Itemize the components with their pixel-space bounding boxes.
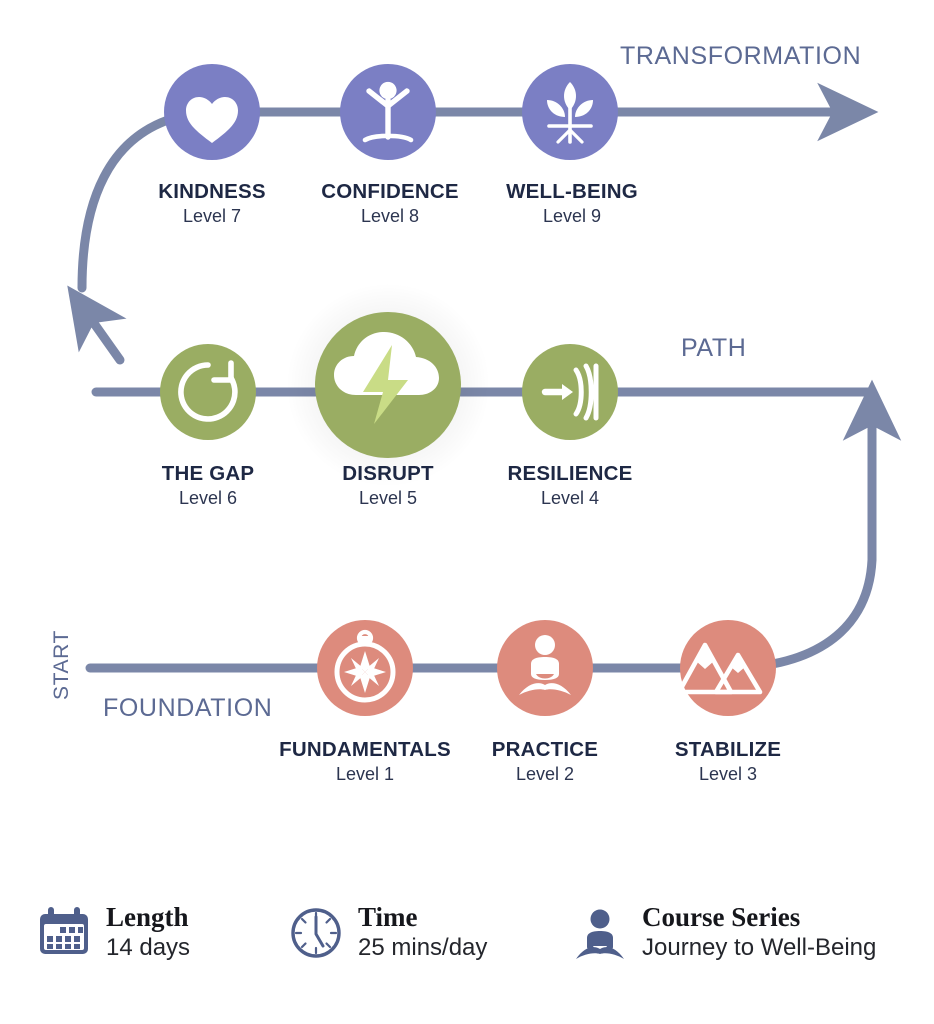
- stage-caption-path: PATH: [681, 334, 747, 362]
- sprout-plant-icon: [547, 82, 593, 144]
- footer-text-course-series: Course Series Journey to Well-Being: [642, 902, 876, 963]
- node-fundamentals[interactable]: [317, 620, 413, 716]
- node-the-gap[interactable]: [160, 344, 256, 440]
- footer-text-time: Time 25 mins/day: [358, 902, 487, 963]
- node-resilience[interactable]: [522, 344, 618, 440]
- footer-value: Journey to Well-Being: [642, 934, 877, 962]
- mountains-icon: [676, 642, 763, 695]
- footer-value: 25 mins/day: [358, 934, 488, 962]
- storm-cloud-lightning-icon: [334, 332, 439, 424]
- transformation-row: [164, 64, 618, 160]
- connector-loop-arrow: [67, 285, 127, 365]
- node-practice[interactable]: [497, 620, 593, 716]
- footer-title: Time: [358, 902, 418, 932]
- stage-caption-start: START: [50, 630, 73, 700]
- node-kindness[interactable]: [164, 64, 260, 160]
- compass-icon: [334, 629, 396, 703]
- footer-item-time: Time 25 mins/day: [288, 902, 487, 963]
- footer-text-length: Length 14 days: [106, 902, 190, 963]
- heart-icon: [186, 97, 238, 143]
- footer-item-course-series: Course Series Journey to Well-Being: [572, 902, 876, 963]
- footer-item-length: Length 14 days: [36, 902, 190, 963]
- meditation-person-icon: [576, 909, 624, 959]
- footer-value: 14 days: [106, 934, 191, 962]
- node-circle[interactable]: [160, 344, 256, 440]
- path-row: [160, 283, 618, 487]
- stage-caption-foundation: FOUNDATION: [103, 694, 273, 722]
- connector-transformation-loop: [77, 115, 173, 293]
- node-disrupt[interactable]: [315, 312, 461, 458]
- arrow-into-barrier-icon: [541, 363, 599, 421]
- stage-caption-transformation: TRANSFORMATION: [620, 42, 862, 70]
- foundation-row: [317, 620, 776, 716]
- footer-title: Course Series: [642, 902, 801, 932]
- meditation-figure-icon: [519, 635, 571, 695]
- node-well-being[interactable]: [522, 64, 618, 160]
- loop-gap-icon: [178, 360, 238, 422]
- clock-icon: [291, 907, 341, 958]
- node-confidence[interactable]: [340, 64, 436, 160]
- node-stabilize[interactable]: [676, 620, 776, 716]
- footer-title: Length: [106, 902, 189, 932]
- calendar-icon: [40, 906, 88, 954]
- course-meta-footer: Length 14 days Time 25 mins/day: [0, 888, 934, 1008]
- person-arms-raised-icon: [362, 81, 414, 143]
